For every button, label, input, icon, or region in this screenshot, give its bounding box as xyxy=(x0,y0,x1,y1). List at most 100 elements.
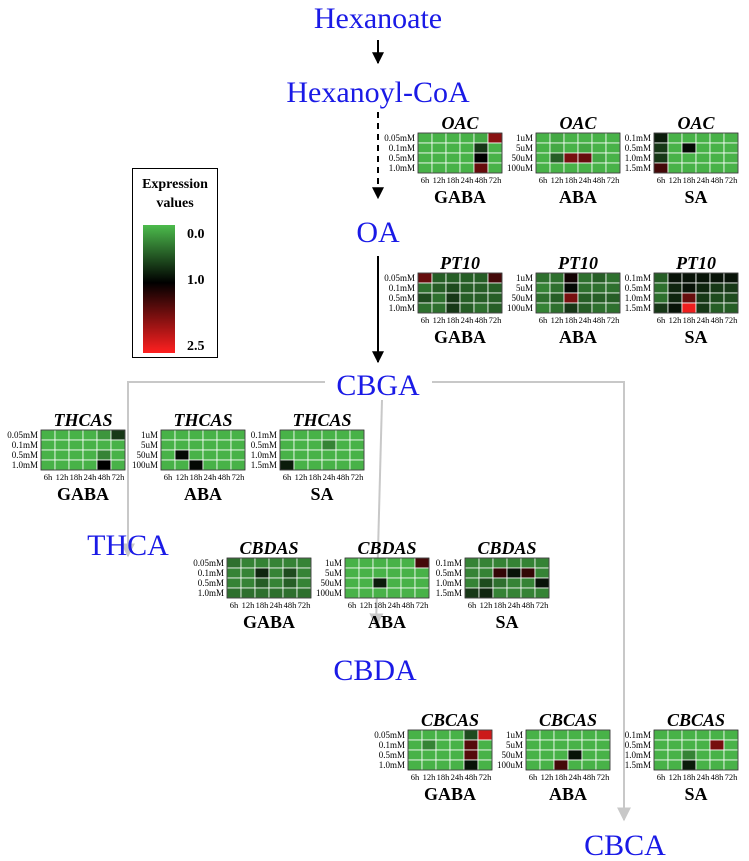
time-label: 72h xyxy=(725,315,739,325)
heatmap-cell xyxy=(563,302,579,314)
heatmap-cell xyxy=(487,302,503,314)
heatmap-cell xyxy=(567,759,583,771)
heatmap-cell xyxy=(535,132,551,144)
heatmap-cell xyxy=(110,449,126,461)
heatmap-cell xyxy=(506,557,522,569)
heatmap-cell xyxy=(506,577,522,589)
heatmap-cell xyxy=(681,162,697,174)
heatmap-cell xyxy=(407,739,423,751)
heatmap-cell xyxy=(577,272,593,284)
heatmap-cell xyxy=(534,577,550,589)
heatmap-cell xyxy=(577,162,593,174)
heatmap-cell xyxy=(417,142,433,154)
time-label: 12h xyxy=(541,772,555,782)
heatmap-cell xyxy=(473,292,489,304)
heatmap-cell xyxy=(254,567,270,579)
heatmap-cell xyxy=(681,142,697,154)
heatmap-cell xyxy=(563,162,579,174)
heatmap-cell xyxy=(110,459,126,471)
heatmap-gene-title: CBCAS xyxy=(539,710,597,730)
heatmap-cell xyxy=(535,152,551,164)
heatmap-cell xyxy=(553,739,569,751)
heatmap-cell xyxy=(695,729,711,741)
heatmap-cell xyxy=(293,439,309,451)
heatmap-cell xyxy=(473,132,489,144)
heatmap-cell xyxy=(417,292,433,304)
dose-label: 100uM xyxy=(316,588,342,598)
heatmap-cell xyxy=(709,152,725,164)
heatmap-cell xyxy=(68,429,84,441)
heatmap-cell xyxy=(445,142,461,154)
heatmap-cell xyxy=(667,282,683,294)
treatment-label: ABA xyxy=(368,612,406,632)
heatmap-cell xyxy=(695,759,711,771)
heatmap-cell xyxy=(174,439,190,451)
heatmap-cell xyxy=(723,749,739,761)
heatmap-gene-title: PT10 xyxy=(439,253,480,273)
time-label: 24h xyxy=(388,600,402,610)
heatmap-cell xyxy=(535,142,551,154)
heatmap-cell xyxy=(567,749,583,761)
time-label: 12h xyxy=(480,600,494,610)
heatmap-cell xyxy=(216,449,232,461)
heatmap-cell xyxy=(254,587,270,599)
heatmap-gene-title: THCAS xyxy=(292,410,351,430)
heatmap-cell xyxy=(667,749,683,761)
heatmap-cell xyxy=(414,577,430,589)
time-label: 12h xyxy=(242,600,256,610)
heatmap-cell xyxy=(653,142,669,154)
heatmap-cell xyxy=(216,459,232,471)
dose-label: 1.0mM xyxy=(389,163,415,173)
heatmap-cell xyxy=(174,459,190,471)
heatmap-cell xyxy=(417,282,433,294)
dose-label: 100uM xyxy=(132,460,158,470)
dose-label: 1.0mM xyxy=(625,293,651,303)
dose-label: 0.5mM xyxy=(198,578,224,588)
heatmap-cell xyxy=(431,132,447,144)
heatmap-cell xyxy=(414,557,430,569)
heatmap-cell xyxy=(463,729,479,741)
heatmap-cell xyxy=(549,272,565,284)
heatmap-cell xyxy=(605,132,621,144)
time-label: 72h xyxy=(607,175,621,185)
time-label: 6h xyxy=(539,175,548,185)
time-label: 18h xyxy=(683,315,697,325)
heatmap-cell xyxy=(591,162,607,174)
heatmap-cell xyxy=(525,739,541,751)
heatmap-cell xyxy=(681,272,697,284)
heatmap-cell xyxy=(591,292,607,304)
time-label: 24h xyxy=(204,472,218,482)
heatmap-cell xyxy=(321,429,337,441)
legend-title-line2: values xyxy=(156,196,194,211)
heatmap-cell xyxy=(653,162,669,174)
heatmap-cell xyxy=(525,759,541,771)
time-label: 12h xyxy=(551,315,565,325)
heatmap-cell xyxy=(577,152,593,164)
time-label: 12h xyxy=(295,472,309,482)
heatmap-cell xyxy=(681,292,697,304)
heatmap-cell xyxy=(279,439,295,451)
heatmap-cell xyxy=(487,272,503,284)
time-label: 18h xyxy=(256,600,270,610)
heatmap-cell xyxy=(445,272,461,284)
heatmap-cell xyxy=(372,577,388,589)
heatmap-cell xyxy=(188,459,204,471)
heatmap-cell xyxy=(591,152,607,164)
heatmap-cell xyxy=(535,302,551,314)
heatmap-cell xyxy=(293,429,309,441)
heatmap-cell xyxy=(459,292,475,304)
time-label: 48h xyxy=(465,772,479,782)
dose-label: 5uM xyxy=(325,568,342,578)
time-label: 24h xyxy=(697,772,711,782)
time-label: 18h xyxy=(565,315,579,325)
time-label: 12h xyxy=(669,175,683,185)
legend-mid-label: 1.0 xyxy=(187,273,205,288)
time-label: 6h xyxy=(164,472,173,482)
time-label: 48h xyxy=(337,472,351,482)
heatmap-cell xyxy=(54,429,70,441)
treatment-label: ABA xyxy=(559,187,597,207)
heatmap-cell xyxy=(695,152,711,164)
